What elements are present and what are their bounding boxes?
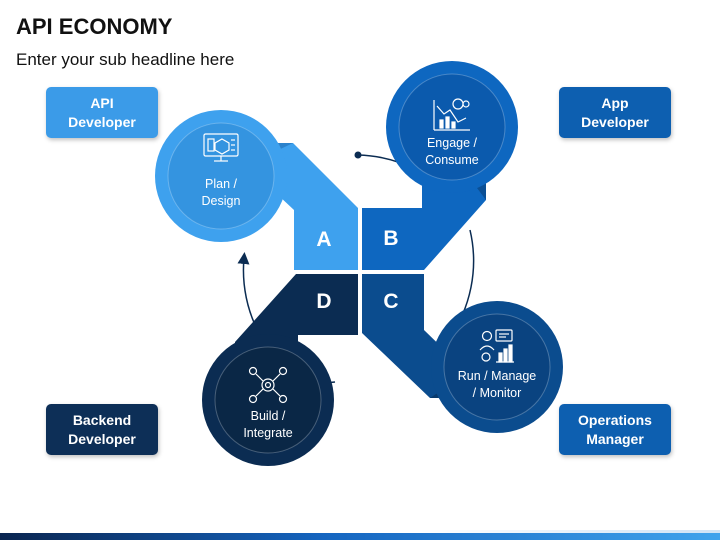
stage-label-line1: Build /: [250, 409, 286, 423]
page-subtitle: Enter your sub headline here: [16, 50, 235, 69]
stage-circle-d-inner: [214, 346, 322, 454]
stage-label-line2: Design: [201, 194, 241, 208]
role-box-app-developer: App Developer: [559, 87, 671, 138]
page-title: API ECONOMY: [16, 14, 173, 39]
monitor-design-icon: [203, 133, 239, 162]
team-dashboard-icon: [479, 329, 514, 363]
stage-label-b: Engage / Consume: [397, 135, 507, 169]
network-gear-icon: [248, 366, 288, 404]
role-label-line2: Developer: [68, 113, 136, 130]
stage-circle-c-inner: [443, 313, 551, 421]
role-label-line2: Manager: [586, 430, 644, 447]
stage-letter-c: C: [383, 290, 399, 313]
stage-letter-b: B: [383, 227, 399, 250]
stage-label-line2: / Monitor: [472, 386, 522, 400]
stage-circle-a-inner: [167, 122, 275, 230]
stage-label-line1: Engage /: [426, 136, 478, 150]
role-label-line1: Backend: [72, 411, 132, 428]
stage-label-d: Build / Integrate: [213, 408, 323, 442]
stage-letter-a: A: [316, 228, 332, 251]
footer-bar: [0, 533, 720, 540]
stage-label-a: Plan / Design: [166, 176, 276, 210]
stage-label-line1: Run / Manage: [457, 369, 537, 383]
role-label-line2: Developer: [581, 113, 649, 130]
role-label-line2: Developer: [68, 430, 136, 447]
stage-letter-d: D: [316, 290, 332, 313]
role-box-backend-developer: Backend Developer: [46, 404, 158, 455]
role-box-operations-manager: Operations Manager: [559, 404, 671, 455]
stage-label-line2: Consume: [425, 153, 479, 167]
role-box-api-developer: API Developer: [46, 87, 158, 138]
chart-analytics-icon: [433, 98, 470, 131]
role-label-line1: API: [90, 94, 114, 111]
ribbon-b: [362, 170, 486, 270]
stage-label-c: Run / Manage / Monitor: [442, 368, 552, 402]
role-label-line1: Operations: [578, 411, 652, 428]
footer-highlight: [420, 530, 720, 533]
role-label-line1: App: [601, 94, 629, 111]
stage-label-line2: Integrate: [243, 426, 293, 440]
cycle-connector-dot: [354, 151, 362, 159]
stage-label-line1: Plan /: [205, 177, 237, 191]
